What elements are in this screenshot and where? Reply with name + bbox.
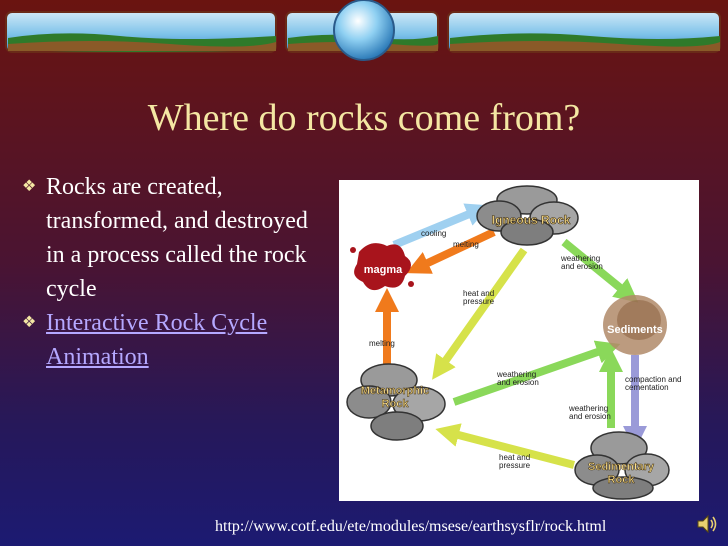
process-label-heat-1b: pressure xyxy=(463,297,495,306)
process-label-weathering-3b: and erosion xyxy=(569,412,611,421)
process-label-weathering-2b: and erosion xyxy=(497,378,539,387)
sedimentary-label-1: Sedimentary xyxy=(588,461,655,473)
sedimentary-rock-node: Sedimentary Rock xyxy=(574,431,670,500)
process-label-weathering-1a: weathering xyxy=(560,254,600,263)
cooling-arrow xyxy=(392,203,491,249)
rock-cycle-diagram: Igneous Rock magma Sediments Metamorphic… xyxy=(339,180,699,501)
header-banner xyxy=(5,0,721,61)
process-label-heat-1a: heat and xyxy=(463,289,494,298)
process-label-compaction-1: compaction and xyxy=(625,375,681,384)
process-label-heat-2b: pressure xyxy=(499,461,531,470)
source-url: http://www.cotf.edu/ete/modules/msese/ea… xyxy=(215,518,607,535)
metamorphic-rock-node: Metamorphic Rock xyxy=(346,363,446,441)
weathering-arrow-metamorphic xyxy=(452,340,621,406)
globe-icon xyxy=(333,0,395,61)
process-label-compaction-2: cementation xyxy=(625,383,669,392)
weathering-arrow-igneous xyxy=(561,238,639,303)
speaker-icon[interactable] xyxy=(695,512,719,536)
banner-panel-left xyxy=(5,11,277,53)
process-label-melting-top: melting xyxy=(453,240,479,249)
sediments-node: Sediments xyxy=(603,295,667,355)
melting-arrow-top xyxy=(406,228,496,274)
magma-label: magma xyxy=(364,264,403,276)
process-label-weathering-3a: weathering xyxy=(568,404,608,413)
rock-cycle-animation-link[interactable]: Interactive Rock Cycle Animation xyxy=(46,310,268,370)
banner-panel-right xyxy=(447,11,721,53)
slide-title: Where do rocks come from? xyxy=(147,97,581,139)
bullet-item: ❖ Interactive Rock Cycle Animation xyxy=(22,306,322,374)
heat-pressure-arrow-igneous xyxy=(432,247,528,380)
sedimentary-label-2: Rock xyxy=(608,474,636,486)
process-label-cooling: cooling xyxy=(421,229,446,238)
igneous-rock-node: Igneous Rock xyxy=(476,185,579,246)
sediments-label: Sediments xyxy=(607,324,663,336)
metamorphic-label-2: Rock xyxy=(382,398,410,410)
metamorphic-label-1: Metamorphic xyxy=(361,385,429,397)
magma-node: magma xyxy=(350,243,414,291)
heat-pressure-arrow-sedimentary xyxy=(435,423,576,469)
process-label-melting-left: melting xyxy=(369,339,395,348)
bullet-list: ❖ Rocks are created, transformed, and de… xyxy=(22,170,322,374)
bullet-text: Rocks are created, transformed, and dest… xyxy=(46,174,308,302)
process-label-weathering-2a: weathering xyxy=(496,370,536,379)
process-label-weathering-1b: and erosion xyxy=(561,262,603,271)
diamond-bullet-icon: ❖ xyxy=(22,314,37,331)
diamond-bullet-icon: ❖ xyxy=(22,178,37,195)
igneous-rock-label: Igneous Rock xyxy=(492,213,571,227)
bullet-item: ❖ Rocks are created, transformed, and de… xyxy=(22,170,322,306)
process-label-heat-2a: heat and xyxy=(499,453,530,462)
